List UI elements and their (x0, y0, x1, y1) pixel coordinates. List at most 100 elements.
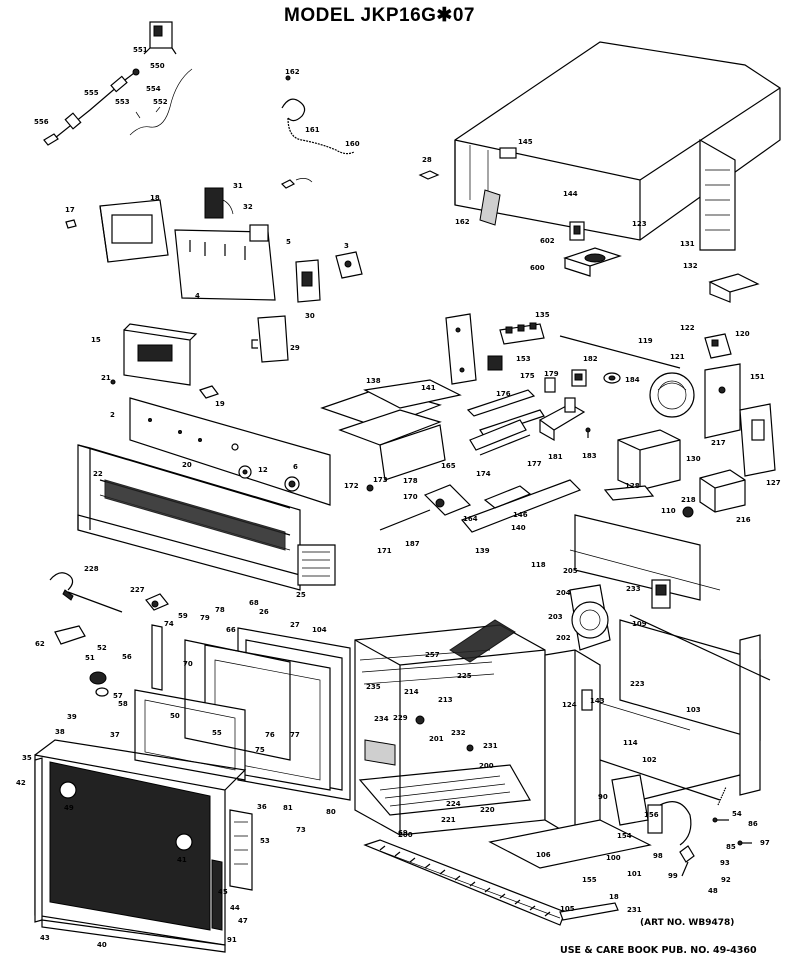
part-label: 555 (84, 89, 99, 97)
power-cord-160 (281, 75, 355, 155)
display-module-15 (123, 323, 198, 386)
part-label: 231 (483, 742, 498, 750)
bracket-151 (704, 363, 741, 439)
part-label: 44 (230, 904, 240, 912)
part-label: 42 (16, 779, 26, 787)
part-label: 100 (606, 854, 621, 862)
tray-225 (449, 619, 516, 663)
part-label: 39 (67, 713, 77, 721)
part-label: 68 (249, 599, 259, 607)
part-label: 554 (146, 85, 161, 93)
part-label: 162 (455, 218, 470, 226)
part-label: 109 (632, 620, 647, 628)
bracket-29 (251, 315, 289, 363)
part-label: 234 (374, 715, 389, 723)
part-label: 203 (548, 613, 563, 621)
part-label: 54 (732, 810, 742, 818)
part-label: 176 (496, 390, 511, 398)
part-label: 81 (283, 804, 293, 812)
fan-assembly-600 (563, 221, 622, 277)
part-label: 164 (463, 515, 478, 523)
part-label: 173 (373, 476, 388, 484)
spring-218 (682, 506, 694, 518)
clip-18 (280, 178, 313, 189)
part-label: 15 (91, 336, 101, 344)
part-label: 175 (520, 372, 535, 380)
panel-2 (129, 397, 331, 506)
part-label: 204 (556, 589, 571, 597)
part-label: 184 (625, 376, 640, 384)
oven-cavity-200 (354, 624, 546, 836)
part-label: 6 (293, 463, 298, 471)
part-label: 27 (290, 621, 300, 629)
diagram-title: MODEL JKP16G✱07 (284, 5, 475, 26)
part-label: 145 (518, 138, 533, 146)
plate-128 (603, 485, 655, 501)
bracket-233 (651, 579, 671, 609)
part-label: 177 (527, 460, 542, 468)
part-label: 40 (97, 941, 107, 949)
bracket-216 (699, 469, 746, 513)
part-label: 77 (290, 731, 300, 739)
screw-21 (110, 379, 116, 385)
part-label: 121 (670, 353, 685, 361)
part-label: 3 (344, 242, 349, 250)
part-label: 217 (711, 439, 726, 447)
part-label: 124 (562, 701, 577, 709)
part-label: 56 (122, 653, 132, 661)
part-label: 213 (438, 696, 453, 704)
relay-31 (204, 187, 234, 219)
part-number-labels: 551 550 554 553 555 556 552 162 161 160 … (16, 46, 781, 949)
part-label: 156 (644, 811, 659, 819)
part-label: 52 (97, 644, 107, 652)
switch-153 (487, 355, 503, 371)
part-label: 552 (153, 98, 168, 106)
knob-19 (199, 385, 219, 399)
part-label: 28 (422, 156, 432, 164)
part-label: 214 (404, 688, 419, 696)
part-label: 90 (598, 793, 608, 801)
part-label: 70 (183, 660, 193, 668)
part-label: 160 (345, 140, 360, 148)
part-label: 550 (150, 62, 165, 70)
bracket-90 (611, 774, 649, 826)
hinge-174 (469, 419, 531, 456)
part-label: 602 (540, 237, 555, 245)
bracket-181 (538, 397, 586, 442)
part-label: 205 (563, 567, 578, 575)
part-label: 18 (609, 893, 619, 901)
part-label: 57 (113, 692, 123, 700)
part-label: 183 (582, 452, 597, 460)
part-label: 98 (653, 852, 663, 860)
part-label: 182 (583, 355, 598, 363)
arm-171 (379, 509, 431, 531)
part-label: 74 (164, 620, 174, 628)
part-label: 55 (212, 729, 222, 737)
part-label: 231 (627, 906, 642, 914)
part-label: 153 (516, 355, 531, 363)
part-label: 114 (623, 739, 638, 747)
screw-86 (712, 817, 729, 823)
part-label: 141 (421, 384, 436, 392)
bracket-16 (99, 199, 169, 263)
part-label: 50 (170, 712, 180, 720)
part-label: 151 (750, 373, 765, 381)
box-130 (617, 429, 681, 491)
door-trim-42 (34, 757, 43, 923)
part-label: 73 (296, 826, 306, 834)
part-label: 69 (398, 829, 408, 837)
bracket-28 (418, 170, 440, 180)
part-label: 5 (286, 238, 291, 246)
connector-strip (297, 544, 336, 586)
part-label: 101 (627, 870, 642, 878)
part-label: 143 (590, 697, 605, 705)
bracket-30 (295, 259, 321, 303)
hardware-98 (679, 845, 695, 877)
part-label: 201 (429, 735, 444, 743)
part-label: 202 (556, 634, 571, 642)
handle-62 (54, 625, 86, 645)
door-inner-59 (184, 639, 291, 761)
control-housing-22 (77, 444, 301, 591)
part-label: 92 (721, 876, 731, 884)
part-label: 51 (85, 654, 95, 662)
